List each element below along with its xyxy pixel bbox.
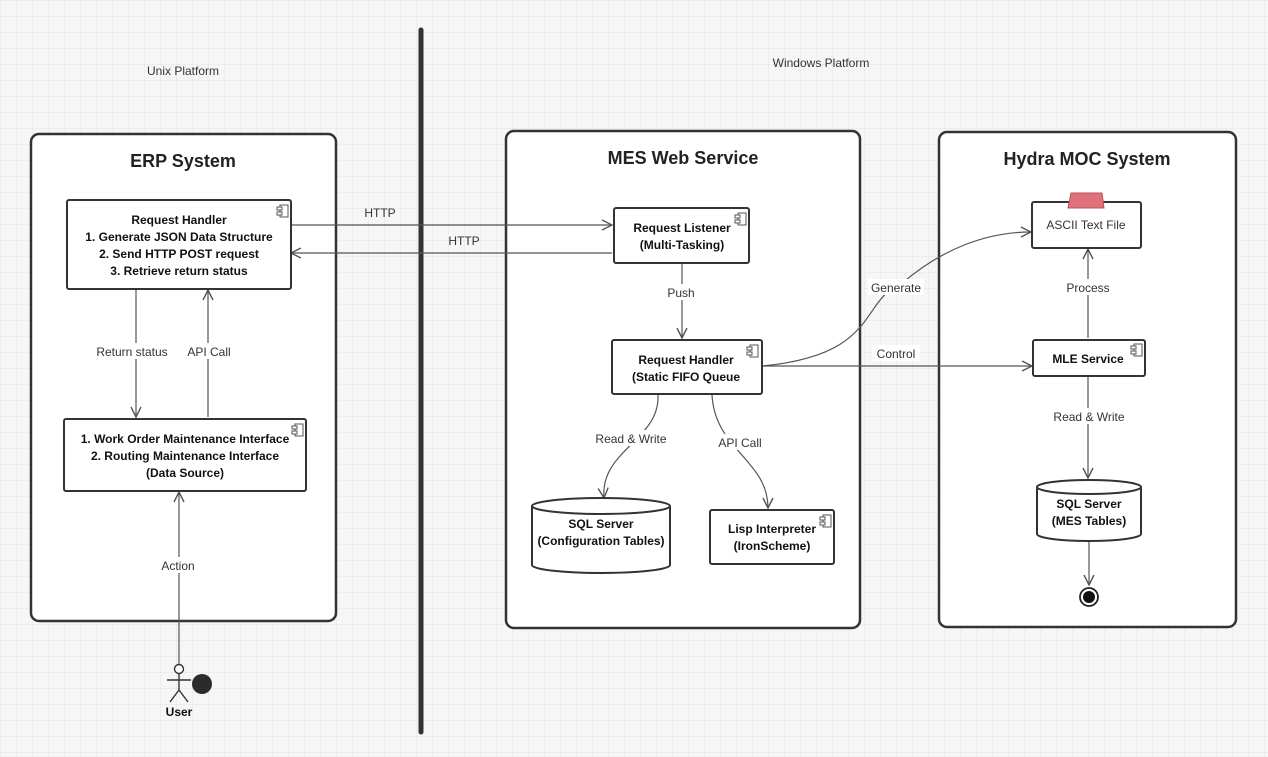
label-generate: Generate bbox=[871, 281, 921, 295]
label-api-call-erp: API Call bbox=[187, 345, 230, 359]
hydra-sql-subtitle: (MES Tables) bbox=[1052, 514, 1126, 528]
stick-figure-icon bbox=[167, 663, 191, 703]
mes-handler-title: Request Handler bbox=[638, 353, 734, 367]
label-read-write-mes: Read & Write bbox=[595, 432, 666, 446]
component-icon bbox=[276, 204, 289, 218]
actor-badge-icon bbox=[192, 674, 212, 694]
windows-platform-label: Windows Platform bbox=[773, 56, 870, 70]
component-icon bbox=[734, 212, 747, 226]
unix-platform-label: Unix Platform bbox=[147, 64, 219, 78]
user-label: User bbox=[166, 705, 193, 719]
component-icon bbox=[746, 344, 759, 358]
ascii-text-file-artifact[interactable]: ASCII Text File bbox=[1031, 192, 1142, 249]
erp-handler-title: Request Handler bbox=[131, 213, 227, 227]
note-tab-icon bbox=[1067, 192, 1105, 209]
hydra-sql-title: SQL Server bbox=[1056, 497, 1121, 511]
edge-api-call-mes bbox=[711, 394, 768, 508]
routing-interface: 2. Routing Maintenance Interface bbox=[91, 449, 279, 463]
erp-maintenance-interface-component[interactable]: 1. Work Order Maintenance Interface 2. R… bbox=[63, 418, 307, 492]
erp-request-handler-component[interactable]: Request Handler 1. Generate JSON Data St… bbox=[66, 199, 292, 290]
mes-handler-subtitle: (Static FIFO Queue bbox=[632, 370, 740, 384]
lisp-interpreter-component[interactable]: Lisp Interpreter (IronScheme) bbox=[709, 509, 835, 565]
mle-service-label: MLE Service bbox=[1052, 352, 1124, 366]
lisp-subtitle: (IronScheme) bbox=[734, 539, 811, 553]
request-listener-subtitle: (Multi-Tasking) bbox=[640, 238, 724, 252]
mle-service-component[interactable]: MLE Service bbox=[1032, 339, 1146, 377]
mes-sql-subtitle: (Configuration Tables) bbox=[537, 534, 664, 548]
label-process: Process bbox=[1066, 281, 1109, 295]
mes-request-listener-component[interactable]: Request Listener (Multi-Tasking) bbox=[613, 207, 750, 264]
label-http-response: HTTP bbox=[448, 234, 479, 248]
ascii-file-label: ASCII Text File bbox=[1046, 218, 1125, 232]
erp-handler-step-2: 2. Send HTTP POST request bbox=[99, 247, 259, 261]
lisp-title: Lisp Interpreter bbox=[728, 522, 816, 536]
hydra-moc-system-title: Hydra MOC System bbox=[1003, 149, 1170, 169]
mes-web-service-title: MES Web Service bbox=[608, 148, 759, 168]
mes-sql-title: SQL Server bbox=[568, 517, 633, 531]
work-order-interface: 1. Work Order Maintenance Interface bbox=[81, 432, 290, 446]
mes-request-handler-component[interactable]: Request Handler (Static FIFO Queue bbox=[611, 339, 763, 395]
label-api-call-mes: API Call bbox=[718, 436, 761, 450]
label-return-status: Return status bbox=[96, 345, 167, 359]
user-actor[interactable]: User bbox=[166, 663, 212, 720]
final-state-icon bbox=[1079, 587, 1099, 607]
mes-sql-server-database[interactable]: SQL Server (Configuration Tables) bbox=[531, 497, 671, 574]
erp-system-title: ERP System bbox=[130, 151, 236, 171]
component-icon bbox=[819, 514, 832, 528]
erp-handler-step-1: 1. Generate JSON Data Structure bbox=[85, 230, 273, 244]
component-icon bbox=[1130, 343, 1143, 357]
label-action: Action bbox=[161, 559, 194, 573]
label-push: Push bbox=[667, 286, 694, 300]
label-read-write-hydra: Read & Write bbox=[1053, 410, 1124, 424]
component-icon bbox=[291, 423, 304, 437]
hydra-sql-server-database[interactable]: SQL Server (MES Tables) bbox=[1036, 479, 1142, 542]
request-listener-title: Request Listener bbox=[633, 221, 731, 235]
label-http-request: HTTP bbox=[364, 206, 395, 220]
label-control: Control bbox=[877, 347, 916, 361]
data-source-label: (Data Source) bbox=[146, 466, 224, 480]
erp-handler-step-3: 3. Retrieve return status bbox=[110, 264, 248, 278]
